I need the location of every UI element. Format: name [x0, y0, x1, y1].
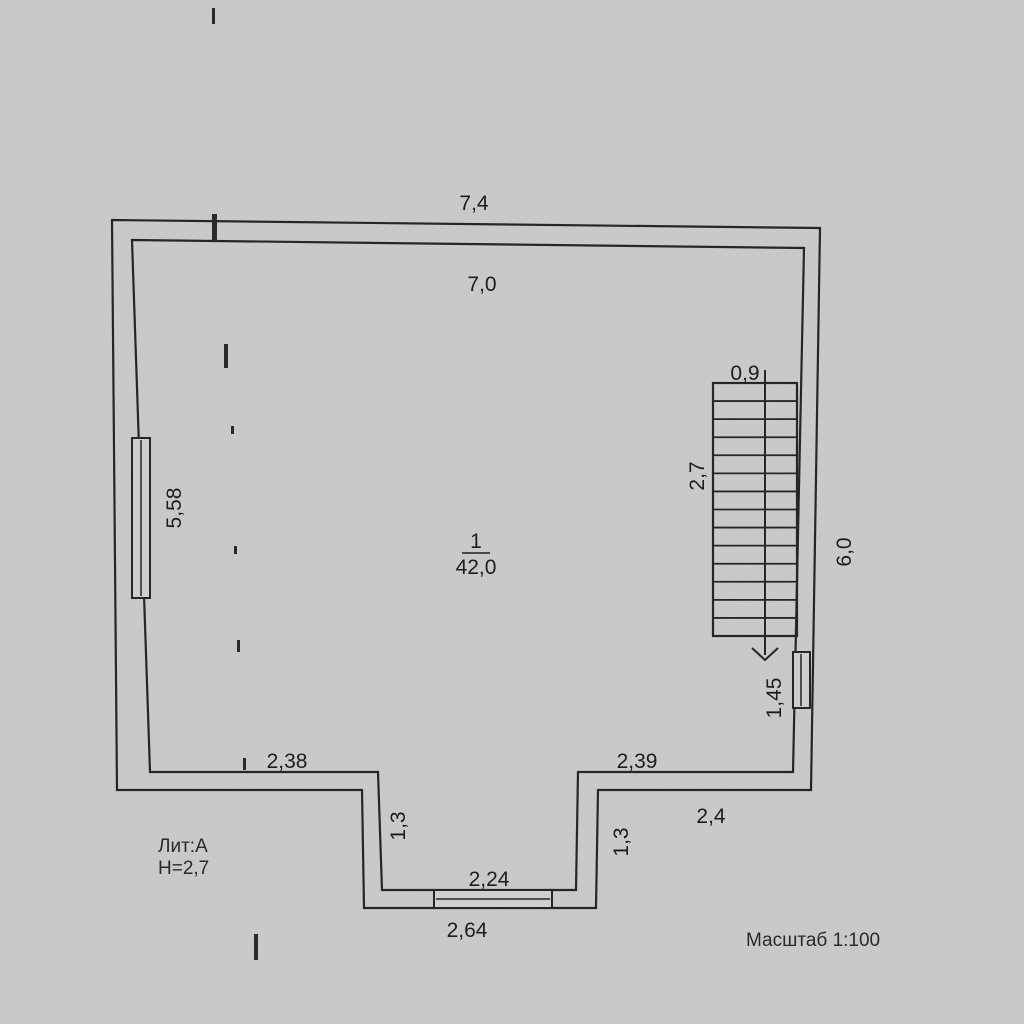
inner-wall	[130, 238, 806, 892]
room-area: 42,0	[456, 556, 497, 579]
dim-bottom-right-outer: 2,4	[696, 805, 726, 828]
stair-arrow	[751, 647, 779, 662]
room-number: 1	[470, 530, 482, 553]
dim-bottom-left-inner: 2,38	[267, 750, 308, 773]
dim-left-inner: 5,58	[163, 488, 186, 529]
outer-wall	[110, 218, 822, 910]
dim-recess-right-depth: 1,3	[610, 827, 633, 856]
staircase	[711, 370, 799, 662]
speck	[254, 934, 258, 960]
dim-outer-top: 7,4	[459, 192, 489, 215]
dim-recess-outer-width: 2,64	[447, 919, 488, 942]
dim-recess-left-depth: 1,3	[387, 811, 410, 840]
dim-stair-length: 2,7	[686, 461, 709, 490]
speck	[231, 426, 234, 434]
dim-inner-top: 7,0	[467, 273, 496, 296]
scale-label: Масштаб 1:100	[746, 930, 880, 951]
speck	[234, 546, 237, 554]
speck	[237, 640, 240, 652]
dim-right-lower-inner: 1,45	[763, 678, 786, 719]
speck	[212, 8, 215, 24]
height-label: Н=2,7	[158, 858, 209, 879]
speck	[243, 758, 246, 770]
speck	[224, 344, 228, 368]
stair-steps	[713, 400, 797, 619]
speck	[212, 214, 217, 242]
dim-right-outer: 6,0	[833, 537, 856, 566]
dim-recess-inner-width: 2,24	[469, 868, 510, 891]
dim-bottom-right-inner: 2,39	[617, 750, 658, 773]
lit-label: Лит:А	[158, 836, 208, 857]
dim-stair-width: 0,9	[730, 362, 759, 385]
scan-specks	[212, 8, 258, 960]
